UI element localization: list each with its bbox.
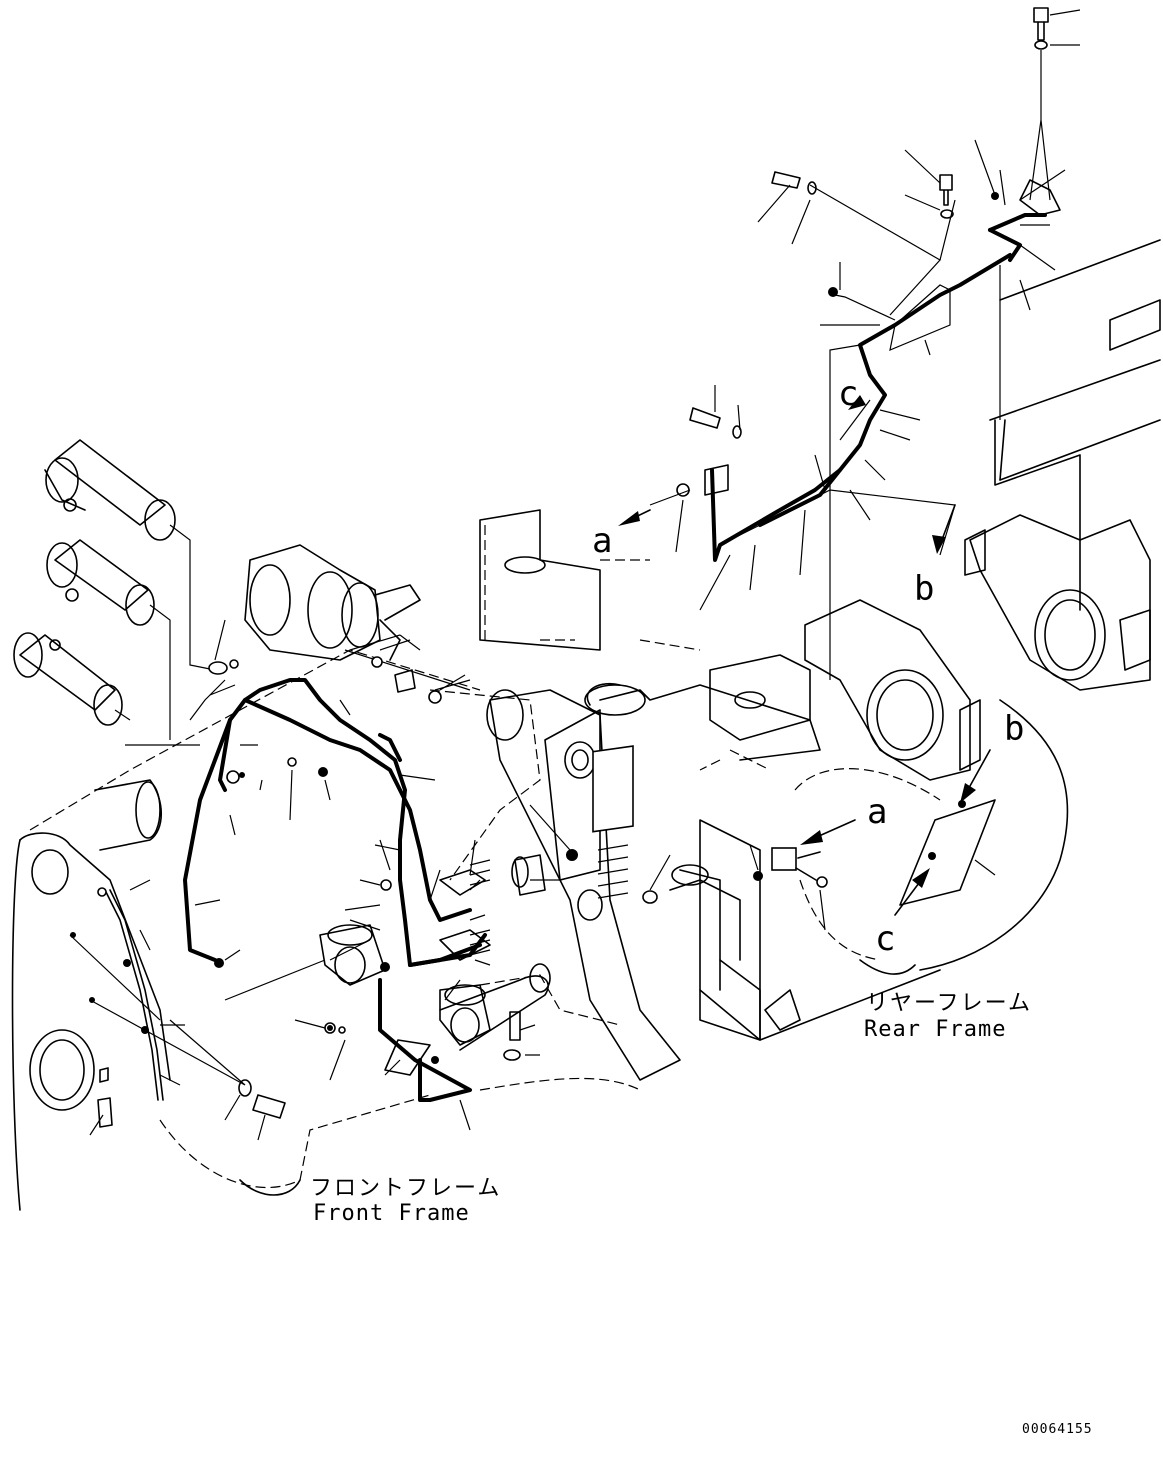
callout-a-lower: a <box>867 792 887 832</box>
callout-a-upper: a <box>592 521 612 561</box>
rear-frame-label-jp: リヤーフレーム <box>866 991 1032 1016</box>
callout-letters: a b c a b c <box>592 374 1024 959</box>
callout-c-upper: c <box>838 374 858 414</box>
rear-frame-label-en: Rear Frame <box>864 1017 1006 1042</box>
callout-b-upper: b <box>914 569 934 609</box>
pin-3 <box>13 632 123 726</box>
upper-harness-drawing <box>618 7 1081 680</box>
pin-1 <box>44 439 176 541</box>
front-frame-label-jp: フロントフレーム <box>310 1176 501 1201</box>
frame-labels: リヤーフレーム Rear Frame フロントフレーム Front Frame <box>310 991 1032 1226</box>
front-frame-drawing <box>11 439 996 1211</box>
drawing-number: 00064155 <box>1022 1422 1093 1437</box>
callout-c-lower: c <box>875 919 895 959</box>
callout-b-lower: b <box>1004 709 1024 749</box>
front-frame-label-en: Front Frame <box>313 1201 470 1226</box>
pin-2 <box>46 539 155 626</box>
rear-frame-drawing <box>699 239 1161 1041</box>
